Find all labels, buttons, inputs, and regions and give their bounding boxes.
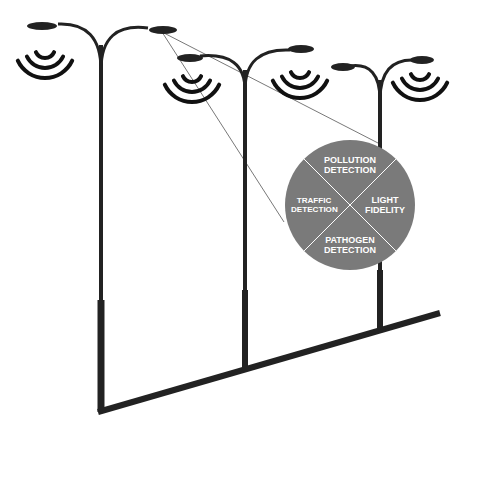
lamp-head <box>149 26 177 34</box>
quadrant-label: POLLUTION DETECTION <box>319 155 381 176</box>
lamp-head <box>331 63 355 71</box>
lamp-post <box>58 24 148 412</box>
lamp-head <box>410 56 434 64</box>
info-circle: POLLUTION DETECTION TRAFFIC DETECTION LIGH… <box>285 140 415 270</box>
lamp-head <box>177 54 203 62</box>
leader-line <box>162 32 378 143</box>
leader-line <box>162 32 284 222</box>
quadrant-label: TRAFFIC DETECTION <box>291 196 337 215</box>
quadrant-label: PATHOGEN DETECTION <box>319 235 381 256</box>
ground-line <box>98 313 440 412</box>
lamp-head <box>288 45 314 53</box>
lamp-post <box>200 50 290 368</box>
signal-waves <box>18 52 447 102</box>
lamp-head <box>27 22 57 30</box>
quadrant-label: LIGHT FIDELITY <box>363 195 407 216</box>
